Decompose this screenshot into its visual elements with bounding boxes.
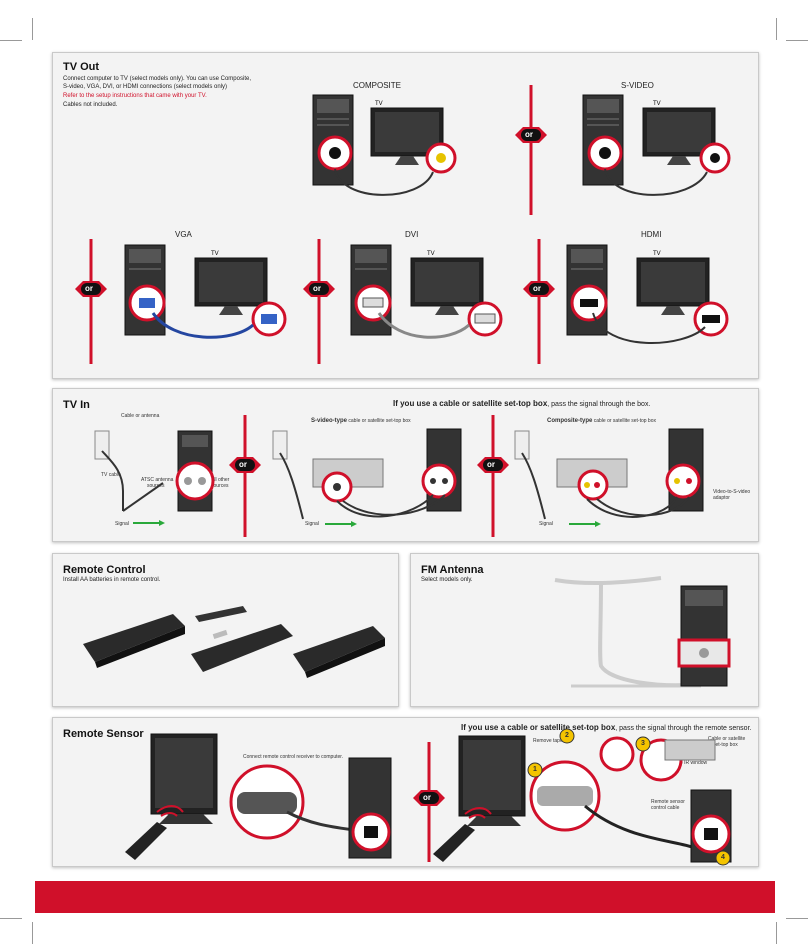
- or-divider: [477, 415, 509, 537]
- tv-label: TV: [375, 101, 383, 107]
- tv-in-svideo-box-illustration: [272, 428, 462, 527]
- svg-text:TV: TV: [427, 251, 435, 257]
- tv-in-heading: If you use a cable or satellite set-top …: [393, 399, 651, 408]
- tv-out-desc-2: S-video, VGA, DVI, or HDMI connections (…: [63, 84, 228, 90]
- crop-mark: [786, 40, 808, 41]
- step-4: 4: [721, 854, 725, 861]
- signal-label: Signal: [115, 521, 129, 527]
- cable-box-label-1: Cable or satellite: [708, 736, 746, 742]
- cable-or-antenna-label: Cable or antenna: [121, 413, 160, 419]
- fm-antenna-title: FM Antenna: [421, 564, 484, 576]
- or-badge: or: [85, 284, 93, 293]
- signal-label: Signal: [539, 521, 553, 527]
- remote-control-desc: Install AA batteries in remote control.: [63, 577, 161, 583]
- remote-sensor-settop-illustration: [433, 728, 732, 866]
- remove-tape-label: Remove tape: [533, 738, 563, 744]
- composite-type-label: Composite-type cable or satellite set-to…: [547, 418, 656, 424]
- tv-out-panel: TV Out Connect computer to TV (select mo…: [52, 52, 759, 379]
- crop-mark: [32, 18, 33, 40]
- fm-antenna-desc: Select models only.: [421, 577, 473, 583]
- remote-control-panel: Remote Control Install AA batteries in r…: [52, 553, 399, 707]
- tv-in-direct-illustration: [94, 430, 215, 526]
- tv-in-composite-box-illustration: [514, 428, 704, 527]
- tv-in-title: TV In: [63, 399, 90, 411]
- svg-text:TV: TV: [653, 251, 661, 257]
- hdmi-label: HDMI: [641, 230, 662, 239]
- crop-mark: [776, 18, 777, 40]
- vga-label: VGA: [175, 230, 192, 239]
- or-badge: or: [533, 284, 541, 293]
- footer-bar: [35, 881, 775, 913]
- crop-mark: [32, 922, 33, 944]
- or-badge: or: [313, 284, 321, 293]
- or-divider: [303, 239, 335, 364]
- atsc-label-2: sources: [147, 483, 165, 489]
- svideo-type-label: S-video-type cable or satellite set-top …: [311, 418, 411, 424]
- sensor-cable-label-1: Remote sensor: [651, 799, 685, 805]
- crop-mark: [0, 40, 22, 41]
- adaptor-label-2: adaptor: [713, 495, 730, 501]
- cable-box-label-2: set-top box: [713, 742, 738, 748]
- vga-illustration: TV: [124, 244, 287, 339]
- or-badge: or: [487, 460, 495, 469]
- or-divider: [515, 85, 547, 215]
- or-badge: or: [525, 130, 533, 139]
- step-2: 2: [565, 732, 569, 739]
- or-divider: [229, 415, 261, 537]
- hdmi-illustration: TV: [566, 244, 729, 344]
- composite-illustration: TV: [312, 94, 457, 196]
- tv-in-panel: TV In If you use a cable or satellite se…: [52, 388, 759, 542]
- fm-antenna-panel: FM Antenna Select models only.: [410, 553, 759, 707]
- dvi-label: DVI: [405, 230, 419, 239]
- svg-text:TV: TV: [653, 101, 661, 107]
- tv-out-title: TV Out: [63, 61, 100, 73]
- adaptor-label-1: Video-to-S-video: [713, 489, 751, 495]
- signal-label: Signal: [305, 521, 319, 527]
- or-divider: [413, 742, 445, 862]
- svg-text:TV: TV: [211, 251, 219, 257]
- tv-cable-label: TV cable: [101, 472, 121, 478]
- connect-receiver-label: Connect remote control receiver to compu…: [243, 754, 344, 760]
- svideo-illustration: TV: [582, 94, 731, 196]
- tv-out-desc-1: Connect computer to TV (select models on…: [63, 76, 251, 82]
- step-1: 1: [533, 766, 537, 773]
- crop-mark: [776, 922, 777, 944]
- sensor-cable-label-2: control cable: [651, 805, 680, 811]
- all-other-label-2: sources: [211, 483, 229, 489]
- or-badge: or: [423, 793, 431, 802]
- composite-label: COMPOSITE: [353, 81, 402, 90]
- fm-antenna-illustration: [554, 576, 731, 688]
- crop-mark: [0, 918, 22, 919]
- tv-out-cables-note: Cables not included.: [63, 102, 118, 108]
- remote-sensor-direct-illustration: [125, 733, 392, 860]
- or-divider: [75, 239, 107, 364]
- crop-mark: [786, 918, 808, 919]
- svideo-label: S-VIDEO: [621, 81, 654, 90]
- remote-sensor-heading: If you use a cable or satellite set-top …: [461, 723, 752, 732]
- step-3: 3: [641, 740, 645, 747]
- tv-out-warning: Refer to the setup instructions that cam…: [63, 93, 207, 99]
- remote-sensor-title: Remote Sensor: [63, 728, 144, 740]
- or-badge: or: [239, 460, 247, 469]
- atsc-label-1: ATSC antenna: [141, 477, 174, 483]
- or-divider: [523, 239, 555, 364]
- all-other-label-1: All other: [211, 477, 230, 483]
- adhere-ir-label: Adhere to IR window: [661, 760, 708, 766]
- remote-control-title: Remote Control: [63, 564, 146, 576]
- remote-sensor-panel: Remote Sensor If you use a cable or sate…: [52, 717, 759, 867]
- dvi-illustration: TV: [350, 244, 503, 339]
- remote-battery-illustration: [83, 606, 385, 678]
